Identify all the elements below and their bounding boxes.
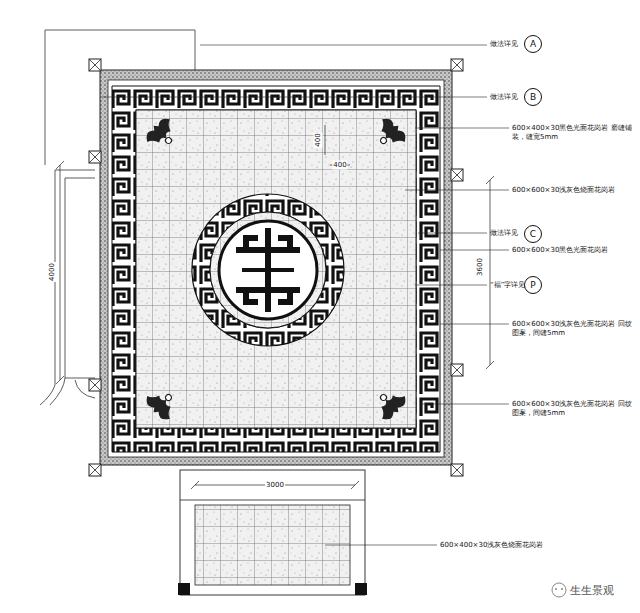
dimension: 3600 bbox=[476, 257, 485, 277]
callout-letter: P bbox=[530, 280, 535, 290]
callout-circle: P bbox=[524, 276, 542, 294]
dimension: 400 bbox=[332, 161, 347, 170]
watermark: 生生景观 bbox=[570, 584, 614, 597]
material-note: 600×400×30浅灰色烧面花岗岩 bbox=[440, 541, 543, 550]
material-note: 600×600×30浅灰色烧面花岗岩 bbox=[512, 186, 615, 195]
callout-circle: B bbox=[524, 88, 542, 106]
material-note: 600×600×30浅灰色光面花岗岩 回纹图案，间缝5mm bbox=[512, 320, 632, 338]
callout-letter: B bbox=[530, 92, 536, 102]
material-note: 600×600×30黑色光面花岗岩 bbox=[512, 246, 632, 255]
callout-circle: C bbox=[524, 225, 542, 243]
callout-circle: A bbox=[524, 35, 542, 53]
callout-note: “福”字详见 bbox=[490, 281, 525, 290]
callout-note: 做法详见 bbox=[490, 229, 518, 238]
callout-note: 做法详见 bbox=[490, 93, 518, 102]
callout-note: 做法详见 bbox=[490, 40, 518, 49]
dimension: 3000 bbox=[265, 481, 285, 490]
dimension: 4000 bbox=[48, 262, 57, 282]
callout-letter: A bbox=[530, 39, 536, 49]
material-note: 600×400×30黑色光面花岗岩 磨缝铺装，缝宽5mm bbox=[512, 124, 632, 142]
material-note: 600×600×30浅灰色光面花岗岩 回纹图案，间缝5mm bbox=[512, 400, 632, 418]
dimension: 400 bbox=[314, 132, 323, 147]
callout-letter: C bbox=[530, 229, 536, 239]
